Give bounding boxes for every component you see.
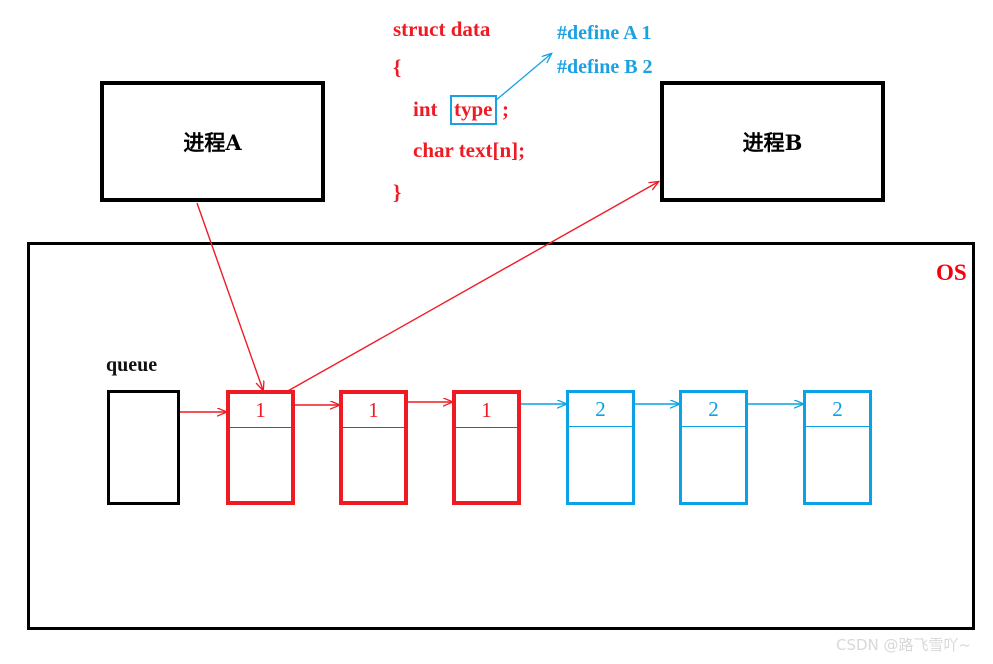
code-define-a: #define A 1: [557, 22, 652, 44]
queue-node-5-type: 2: [682, 393, 745, 427]
os-label: OS: [936, 260, 967, 285]
process-b-box: 进程B: [660, 81, 885, 202]
code-brace-close: }: [393, 180, 402, 204]
queue-node-6: 2: [803, 390, 872, 505]
queue-head-box: [107, 390, 180, 505]
queue-node-1-type: 1: [230, 394, 291, 428]
queue-node-2-type: 1: [343, 394, 404, 428]
process-a-box: 进程A: [100, 81, 325, 202]
queue-node-2: 1: [339, 390, 408, 505]
code-struct-declaration: struct data: [393, 17, 491, 41]
code-field-type-semicolon: ;: [502, 97, 509, 121]
code-type-highlight-box: type: [450, 95, 497, 125]
queue-node-6-payload: [806, 427, 869, 502]
queue-node-3-payload: [456, 428, 517, 501]
queue-node-4-type: 2: [569, 393, 632, 427]
code-field-char-text: char text[n];: [413, 138, 526, 162]
queue-node-1: 1: [226, 390, 295, 505]
queue-node-1-payload: [230, 428, 291, 501]
queue-node-5: 2: [679, 390, 748, 505]
queue-node-6-type: 2: [806, 393, 869, 427]
code-define-b: #define B 2: [557, 56, 653, 78]
queue-node-4: 2: [566, 390, 635, 505]
arrow-type-to-defines: [494, 54, 551, 102]
code-brace-open: {: [393, 55, 402, 79]
queue-node-3-type: 1: [456, 394, 517, 428]
queue-node-3: 1: [452, 390, 521, 505]
code-field-type-name: type: [454, 97, 493, 121]
code-field-int-keyword: int: [413, 97, 438, 121]
queue-label: queue: [106, 354, 158, 376]
process-b-label: 进程B: [742, 129, 803, 155]
queue-node-2-payload: [343, 428, 404, 501]
queue-node-5-payload: [682, 427, 745, 502]
csdn-watermark: CSDN @路飞雪吖~: [836, 636, 972, 654]
queue-node-4-payload: [569, 427, 632, 502]
process-a-label: 进程A: [183, 129, 242, 155]
